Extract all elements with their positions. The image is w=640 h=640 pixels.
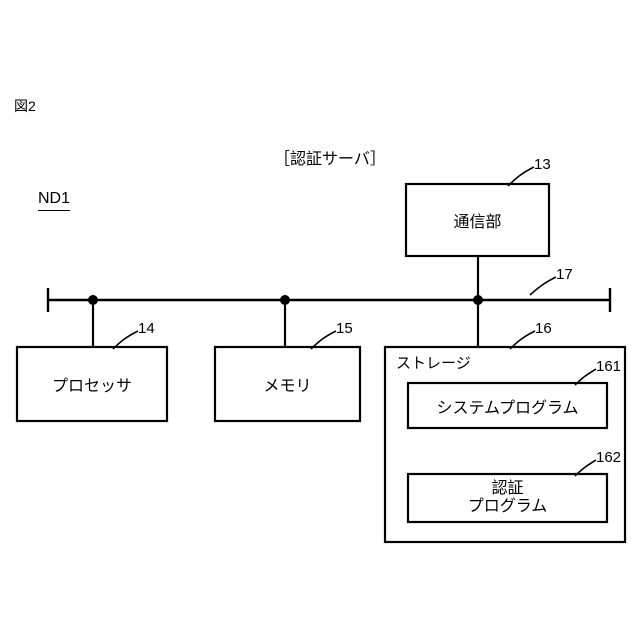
processor-box	[15, 345, 169, 423]
system-program-box	[406, 381, 609, 430]
communication-unit-label: 通信部	[453, 214, 502, 231]
communication-unit-box	[404, 182, 551, 258]
leader-line-16	[509, 330, 536, 350]
processor-label: プロセッサ	[51, 378, 132, 395]
ref-number-16: 16	[535, 320, 552, 337]
leader-line-14	[112, 330, 139, 350]
auth-program-box	[406, 472, 609, 524]
leader-line-161	[574, 368, 597, 386]
leader-line-17	[529, 276, 557, 296]
ref-number-14: 14	[138, 320, 155, 337]
memory-box	[213, 345, 362, 423]
ref-number-15: 15	[336, 320, 353, 337]
storage-label: ストレージ	[396, 355, 471, 372]
leader-line-15	[310, 330, 337, 350]
system-designation-label: ND1	[38, 190, 71, 211]
leader-line-13	[507, 166, 535, 187]
memory-label: メモリ	[263, 378, 312, 395]
system-program-label: システムプログラム	[436, 399, 579, 417]
leader-line-162	[574, 459, 597, 477]
ref-number-162: 162	[596, 449, 622, 466]
ref-number-13: 13	[534, 156, 551, 173]
ref-number-161: 161	[596, 358, 622, 375]
auth-program-label: 認証 プログラム	[467, 479, 548, 515]
figure-number-label: 図2	[14, 98, 36, 114]
figure-title: ［認証サーバ］	[274, 151, 386, 168]
ref-number-17: 17	[556, 266, 573, 283]
